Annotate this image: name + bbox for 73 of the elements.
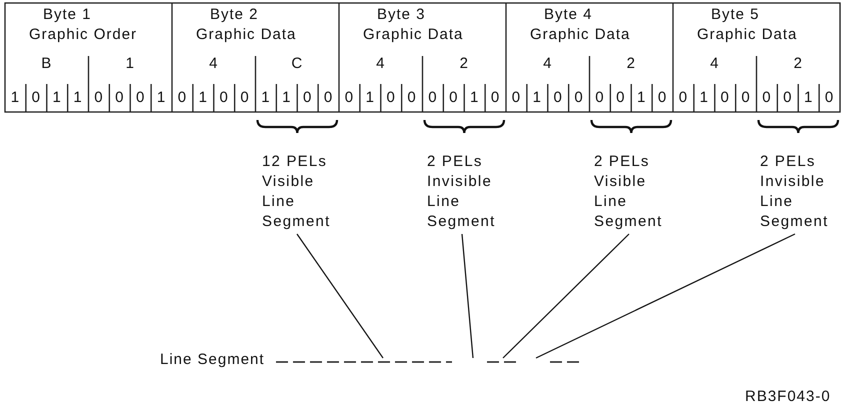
bit-value: 1 — [366, 89, 375, 107]
bit-value: 1 — [73, 89, 83, 107]
figure-id: RB3F043-0 — [745, 388, 831, 406]
hex-digit: B — [41, 55, 52, 73]
dashed-line-segment — [276, 361, 452, 363]
field-label: Graphic Data — [530, 26, 630, 44]
field-label: Graphic Data — [363, 26, 464, 44]
dashed-line-segment — [550, 361, 580, 363]
bit-value: 0 — [449, 89, 458, 107]
hex-digit: 4 — [376, 55, 386, 73]
bit-value: 0 — [490, 89, 500, 107]
bit-value: 0 — [783, 89, 792, 107]
field-label: Graphic Order — [29, 26, 138, 44]
byte-label: Byte 5 — [711, 6, 760, 24]
bit-value: 1 — [282, 89, 292, 107]
byte-label: Byte 3 — [377, 6, 426, 24]
bit-value: 0 — [94, 89, 104, 107]
leader-line — [461, 234, 474, 358]
bit-value: 0 — [303, 89, 312, 107]
bit-value: 1 — [261, 89, 271, 107]
hex-digit: 1 — [126, 55, 135, 73]
line-label: Line Segment — [160, 351, 265, 369]
bit-value: 1 — [470, 89, 480, 107]
hex-digit: 4 — [710, 55, 720, 73]
bit-value: 0 — [344, 89, 354, 107]
bit-value: 0 — [240, 89, 250, 107]
bit-value: 0 — [324, 89, 334, 107]
bit-value: 1 — [700, 89, 709, 107]
bit-value: 1 — [637, 89, 646, 107]
callout-text: 2 PELs Visible Line Segment — [594, 152, 676, 232]
bit-value: 1 — [156, 89, 166, 107]
hex-digit: 2 — [794, 55, 803, 73]
hex-digit: 2 — [626, 55, 636, 73]
bit-value: 0 — [115, 89, 124, 107]
leader-line — [536, 233, 796, 359]
bit-value: 0 — [512, 89, 522, 107]
bit-value: 0 — [220, 89, 229, 107]
callout-text: 2 PELs Invisible Line Segment — [427, 152, 509, 232]
bit-value: 0 — [762, 89, 772, 107]
byte-label: Byte 2 — [210, 6, 259, 24]
field-label: Graphic Data — [697, 26, 798, 44]
bit-value: 0 — [678, 89, 688, 107]
bit-value: 1 — [804, 89, 814, 107]
hex-digit: 2 — [460, 55, 469, 73]
callout-text: 12 PELs Visible Line Segment — [262, 152, 344, 232]
bit-value: 0 — [595, 89, 605, 107]
bit-value: 0 — [178, 89, 188, 107]
bit-value: 0 — [720, 89, 730, 107]
bit-value: 0 — [574, 89, 584, 107]
bit-value: 0 — [136, 89, 146, 107]
bit-value: 0 — [658, 89, 668, 107]
byte-label: Byte 1 — [43, 6, 92, 24]
hex-digit: C — [291, 55, 304, 73]
callout-text: 2 PELs Invisible Line Segment — [760, 152, 841, 232]
hex-digit: 4 — [543, 55, 552, 73]
leader-line — [502, 234, 630, 358]
bit-value: 0 — [386, 89, 396, 107]
bit-value: 1 — [532, 89, 542, 107]
bit-value: 0 — [824, 89, 834, 107]
bit-value: 0 — [741, 89, 751, 107]
bit-value: 0 — [616, 89, 626, 107]
bit-value: 0 — [32, 89, 41, 107]
bit-value: 0 — [428, 89, 438, 107]
dashed-line-segment — [487, 361, 517, 363]
bit-value: 1 — [52, 89, 62, 107]
byte-label: Byte 4 — [544, 6, 593, 24]
bit-value: 0 — [554, 89, 563, 107]
field-label: Graphic Data — [196, 26, 296, 44]
bit-value: 1 — [198, 89, 208, 107]
bit-value: 1 — [10, 89, 20, 107]
hex-digit: 4 — [209, 55, 218, 73]
leader-line — [296, 234, 384, 358]
bit-value: 0 — [407, 89, 417, 107]
